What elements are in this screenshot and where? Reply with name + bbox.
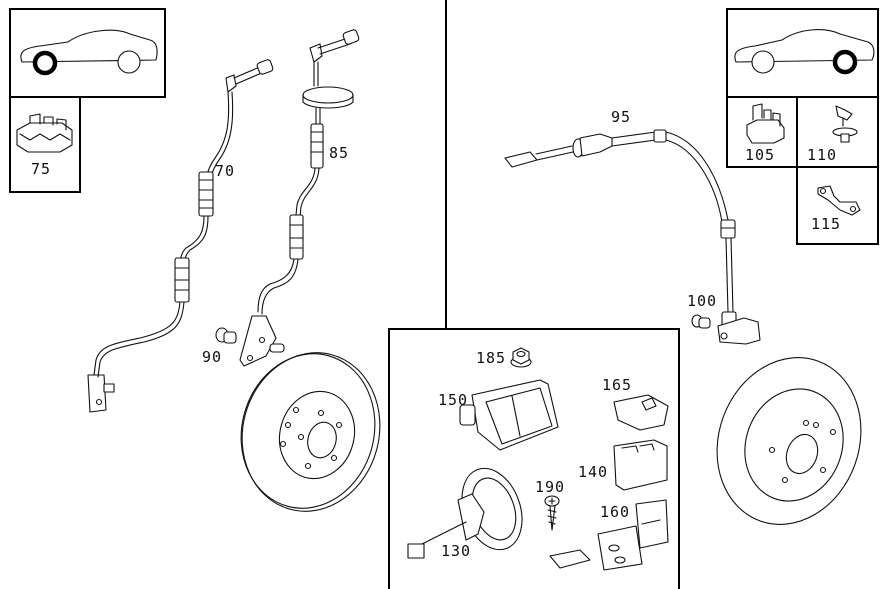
callout-115[interactable]: 115 bbox=[811, 215, 842, 233]
callout-85[interactable]: 85 bbox=[329, 144, 350, 162]
clip-105-icon bbox=[746, 103, 785, 144]
bolt-100 bbox=[691, 314, 711, 329]
car-front-wheel-icon bbox=[20, 29, 158, 76]
sensor-cable-70 bbox=[87, 59, 274, 413]
callout-130[interactable]: 130 bbox=[441, 542, 472, 560]
relay-140 bbox=[613, 439, 668, 491]
cover-165 bbox=[613, 394, 669, 431]
accessory-parts-box bbox=[388, 328, 680, 589]
callout-70[interactable]: 70 bbox=[215, 162, 236, 180]
bolt-90 bbox=[215, 327, 237, 344]
screw-190 bbox=[544, 495, 560, 531]
cable-holder-110-icon bbox=[832, 105, 858, 143]
callout-165[interactable]: 165 bbox=[602, 376, 633, 394]
callout-75[interactable]: 75 bbox=[31, 160, 52, 178]
sensor-cable-95 bbox=[504, 129, 761, 345]
callout-190[interactable]: 190 bbox=[535, 478, 566, 496]
sensor-cable-85 bbox=[239, 29, 360, 367]
control-unit-150 bbox=[459, 379, 559, 451]
bracket-160 bbox=[549, 499, 669, 571]
rear-brake-disc bbox=[716, 357, 862, 525]
callout-95[interactable]: 95 bbox=[611, 108, 632, 126]
front-brake-disc bbox=[240, 352, 381, 512]
callout-160[interactable]: 160 bbox=[600, 503, 631, 521]
rear-axle-indicator-panel bbox=[726, 8, 879, 245]
callout-140[interactable]: 140 bbox=[578, 463, 609, 481]
callout-150[interactable]: 150 bbox=[438, 391, 469, 409]
callout-110[interactable]: 110 bbox=[807, 146, 838, 164]
front-axle-indicator-panel bbox=[9, 8, 166, 193]
callout-90[interactable]: 90 bbox=[202, 348, 223, 366]
car-rear-wheel-icon bbox=[734, 29, 875, 75]
nut-185 bbox=[510, 347, 532, 368]
callout-100[interactable]: 100 bbox=[687, 292, 718, 310]
sensor-ring-130 bbox=[407, 467, 523, 559]
clip-75-icon bbox=[16, 113, 73, 153]
callout-185[interactable]: 185 bbox=[476, 349, 507, 367]
bracket-115-icon bbox=[817, 185, 861, 216]
callout-105[interactable]: 105 bbox=[745, 146, 776, 164]
